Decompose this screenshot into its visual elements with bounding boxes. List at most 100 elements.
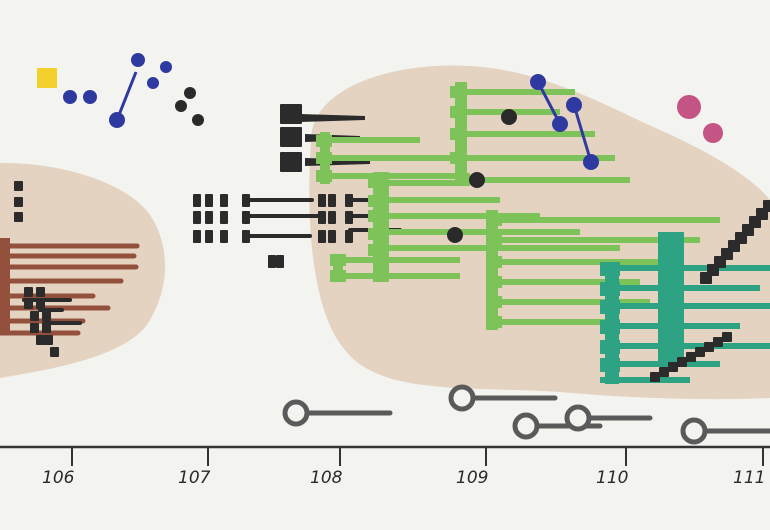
- dark-square: [14, 197, 23, 207]
- teal-trunk: [658, 232, 684, 362]
- black-dots-right: [447, 109, 517, 243]
- green-branch: [455, 155, 615, 161]
- green-branch: [490, 259, 660, 265]
- green-branch: [375, 197, 500, 203]
- green-node: [316, 170, 332, 182]
- axis-tick-label: 109: [456, 468, 488, 488]
- green-node: [316, 152, 332, 164]
- dark-wedge: [300, 114, 365, 122]
- teal-node: [600, 300, 620, 314]
- stair-block: [677, 357, 687, 367]
- teal-branch: [600, 265, 770, 271]
- dark-block: [242, 211, 250, 224]
- dark-square: [36, 335, 45, 345]
- stair-block: [686, 352, 696, 362]
- teal-node: [600, 358, 620, 372]
- dark-block: [345, 230, 353, 243]
- green-node: [486, 316, 502, 328]
- green-node: [368, 176, 384, 188]
- dark-block: [205, 194, 213, 207]
- dark-square: [42, 311, 51, 321]
- green-branch: [335, 273, 460, 279]
- stair-block: [713, 337, 723, 347]
- dark-square: [30, 323, 39, 333]
- green-node: [368, 210, 384, 222]
- green-branch: [375, 213, 540, 219]
- dark-block: [220, 230, 228, 243]
- axis-tick-label: 106: [42, 468, 75, 488]
- dark-block: [328, 211, 336, 224]
- pin-head: [448, 384, 476, 412]
- brown-lineage-lines: [0, 238, 140, 336]
- dark-block: [276, 255, 284, 268]
- green-branch: [455, 89, 575, 95]
- dark-block: [242, 194, 250, 207]
- teal-node: [600, 320, 620, 334]
- green-branch: [335, 257, 460, 263]
- dark-square: [14, 212, 23, 222]
- dark-square: [14, 181, 23, 191]
- left-dark-squares: [14, 181, 82, 357]
- blob-left: [0, 162, 166, 378]
- stair-block: [704, 342, 714, 352]
- black-dots-left: [175, 87, 204, 126]
- green-branch: [490, 217, 720, 223]
- dark-block: [328, 230, 336, 243]
- green-node: [450, 152, 466, 164]
- pin-head: [564, 404, 592, 432]
- stair-block: [659, 367, 669, 377]
- green-node: [450, 86, 466, 98]
- yellow-square: [37, 68, 57, 88]
- green-node: [330, 254, 346, 266]
- dark-square: [24, 287, 33, 297]
- green-lineage-lines: [316, 82, 720, 330]
- green-branch: [320, 155, 450, 161]
- dark-block: [268, 255, 276, 268]
- green-branch: [320, 137, 420, 143]
- dark-block-large: [280, 104, 302, 124]
- green-node: [316, 135, 332, 147]
- green-branch: [455, 177, 630, 183]
- dark-block-large: [280, 152, 302, 172]
- green-trunk: [333, 254, 343, 282]
- green-branch: [490, 299, 650, 305]
- teal-node: [600, 340, 620, 354]
- dark-block: [318, 194, 326, 207]
- dark-block: [242, 230, 250, 243]
- dark-square: [42, 323, 51, 333]
- blue-dots-left: [63, 53, 172, 128]
- stair-block: [650, 372, 660, 382]
- teal-branch: [600, 343, 770, 349]
- axis-tick-label: 107: [178, 468, 211, 488]
- green-branch: [375, 229, 580, 235]
- green-node: [368, 228, 384, 240]
- dark-block: [220, 211, 228, 224]
- dark-block: [328, 194, 336, 207]
- green-node: [450, 128, 466, 140]
- dark-square: [36, 287, 45, 297]
- teal-lineage-lines: [600, 232, 770, 384]
- green-branch: [490, 279, 640, 285]
- dark-block-large: [280, 127, 302, 147]
- stair-block: [722, 332, 732, 342]
- teal-branch: [600, 361, 720, 367]
- brown-trunk: [0, 238, 10, 333]
- green-trunk: [486, 210, 498, 330]
- green-branch: [375, 180, 470, 186]
- axis-tick-label: 110: [596, 468, 628, 488]
- pin-head: [512, 412, 540, 440]
- green-node: [486, 234, 502, 246]
- green-node: [450, 106, 466, 118]
- dark-block: [318, 230, 326, 243]
- dark-block: [193, 211, 201, 224]
- green-node: [368, 244, 384, 256]
- green-node: [486, 214, 502, 226]
- teal-node: [600, 262, 620, 276]
- green-trunk: [373, 172, 389, 282]
- pink-dots: [677, 95, 723, 143]
- green-node: [330, 270, 346, 282]
- dark-square: [30, 311, 39, 321]
- axis-tick-label: 111: [733, 468, 765, 488]
